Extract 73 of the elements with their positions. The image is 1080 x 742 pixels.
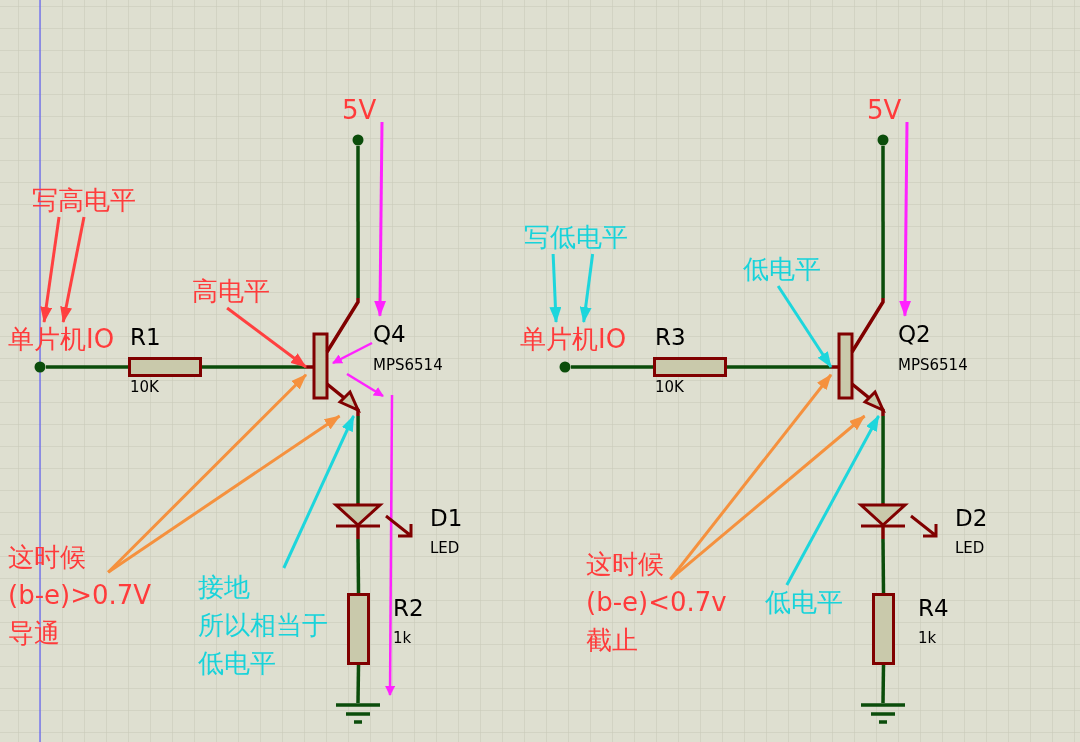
annotation-text: 所以相当于 [198, 609, 328, 642]
component-label: 10K [655, 379, 684, 396]
component-label: 1k [918, 630, 937, 647]
wire [356, 146, 360, 298]
annotation-text: (b-e)<0.7v [586, 586, 727, 619]
annotation-text: 这时候 [8, 541, 87, 574]
junction-dot [877, 134, 889, 146]
led-symbol [859, 503, 939, 539]
transistor-symbol [831, 298, 887, 416]
component-label: 10K [130, 379, 159, 396]
transistor-symbol [306, 298, 362, 416]
annotation-text: 单片机IO [520, 322, 627, 356]
wire [571, 365, 653, 369]
annotation-text: 低电平 [743, 252, 821, 286]
wire [881, 664, 886, 704]
ground-symbol [859, 703, 907, 725]
leader-arrow [40, 216, 61, 323]
component-label: R1 [130, 325, 161, 351]
resistor-symbol [128, 357, 202, 377]
leader-arrow [549, 253, 562, 323]
annotation-text: 高电平 [192, 274, 270, 308]
leader-arrow [374, 122, 387, 317]
annotation-text: (b-e)>0.7V [8, 579, 152, 612]
wire [881, 146, 885, 298]
annotation-text: 低电平 [765, 585, 843, 619]
component-label: D2 [955, 506, 988, 532]
leader-arrow [226, 306, 307, 369]
wire [881, 416, 885, 503]
resistor-symbol [653, 357, 727, 377]
annotation-text: 截止 [586, 624, 639, 657]
leader-arrow [107, 373, 308, 574]
wire [46, 365, 128, 369]
component-label: R4 [918, 596, 949, 622]
wire [356, 539, 361, 593]
annotation-text: 写低电平 [524, 220, 628, 254]
component-label: MPS6514 [898, 357, 968, 374]
wire [727, 365, 831, 369]
annotation-text: 写高电平 [32, 183, 136, 217]
annotation-text: 接地 [198, 571, 251, 604]
leader-arrow [669, 414, 866, 581]
component-label: 1k [393, 630, 412, 647]
component-label: LED [430, 540, 460, 557]
voltage-label: 5V [867, 96, 902, 125]
leader-arrow [579, 253, 595, 323]
component-label: LED [955, 540, 985, 557]
led-symbol [334, 503, 414, 539]
resistor-symbol [872, 593, 895, 665]
leader-arrow [785, 415, 880, 586]
junction-dot [34, 361, 46, 373]
wire [202, 365, 306, 369]
leader-arrow [899, 122, 912, 317]
voltage-label: 5V [342, 96, 377, 125]
annotation-text: 导通 [8, 617, 61, 650]
junction-dot [352, 134, 364, 146]
component-label: Q2 [898, 322, 931, 348]
component-label: MPS6514 [373, 357, 443, 374]
component-label: Q4 [373, 322, 406, 348]
leader-arrow [282, 415, 355, 569]
leader-arrow [60, 216, 86, 323]
leader-arrow [107, 414, 341, 574]
wire [356, 664, 361, 704]
junction-dot [559, 361, 571, 373]
annotation-text: 单片机IO [8, 322, 115, 356]
ground-symbol [334, 703, 382, 725]
leader-arrow [776, 285, 833, 368]
annotation-text: 这时候 [586, 548, 665, 581]
annotation-text: 低电平 [198, 647, 277, 680]
component-label: D1 [430, 506, 463, 532]
wire [881, 539, 886, 593]
wire [356, 416, 360, 503]
component-label: R3 [655, 325, 686, 351]
resistor-symbol [347, 593, 370, 665]
component-label: R2 [393, 596, 424, 622]
